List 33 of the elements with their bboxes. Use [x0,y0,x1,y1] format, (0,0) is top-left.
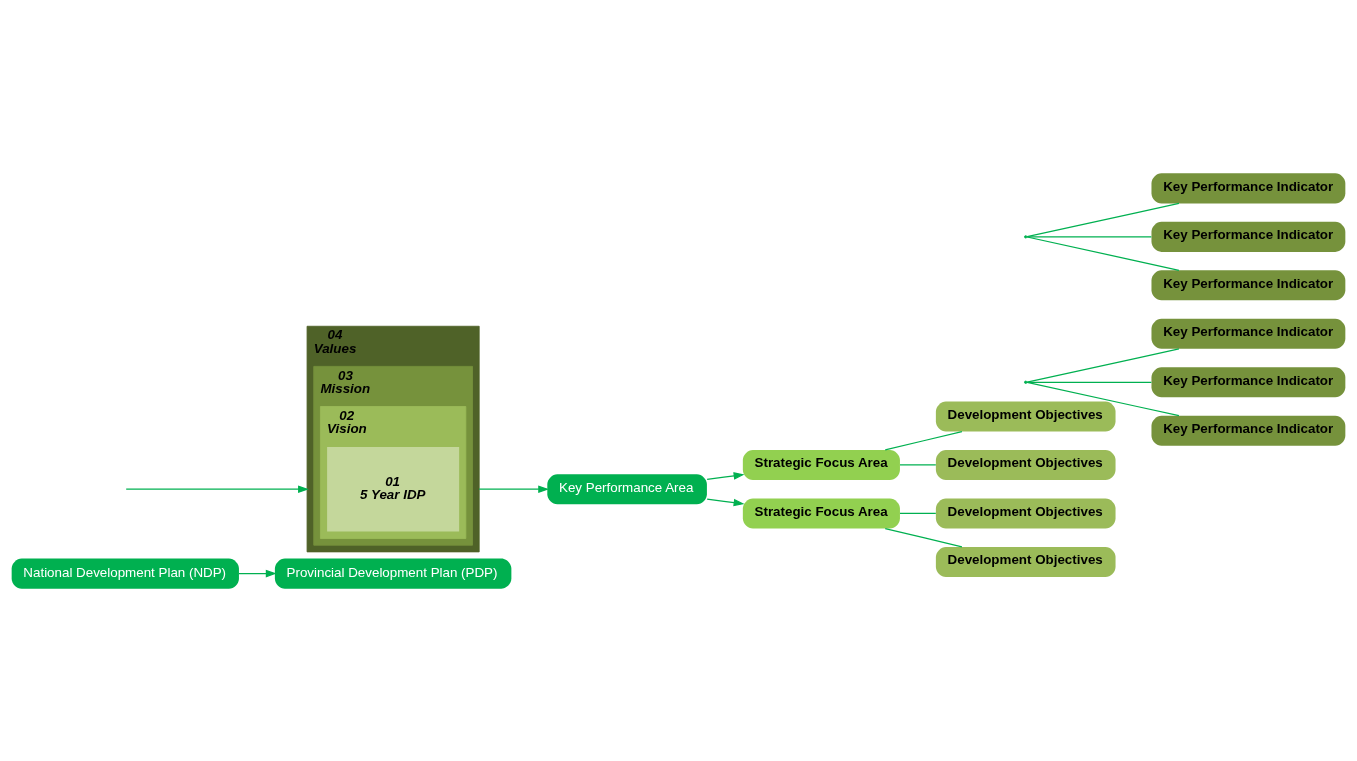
node-box: Strategic Focus Area [742,497,900,528]
arrow [125,484,309,493]
node-box: Key Performance Indicator [1151,269,1346,300]
node-box: Key Performance Indicator [1151,318,1346,349]
node-box: Key Performance Indicator [1151,415,1346,446]
node-point [1024,380,1028,384]
arrow [706,498,745,506]
connector [884,430,963,451]
node-box: Key Performance Indicator [1151,221,1346,252]
node-box: Development Objectives [935,497,1116,528]
connector [899,463,937,466]
connector [1026,347,1180,383]
connector [1026,381,1152,383]
node-box: National Development Plan (NDP) [11,558,239,589]
connector [1026,381,1180,416]
node-box: Provincial Development Plan (PDP) [274,558,512,589]
arrow [706,471,745,480]
node-box: Key Performance Indicator [1151,366,1346,397]
node-box: Strategic Focus Area [742,449,900,480]
node-box: 01 5 Year IDP [327,446,460,531]
connector [1026,202,1180,237]
node-box: Key Performance Area [547,473,707,504]
connector [1026,235,1180,271]
connector [1026,235,1152,237]
node-box: Development Objectives [935,546,1116,577]
arrow [478,484,550,493]
connector [884,527,963,547]
node-box: Development Objectives [935,400,1116,432]
node-box: Key Performance Indicator [1151,172,1346,203]
arrow [238,569,277,577]
node-box: Development Objectives [935,449,1116,480]
connector [899,512,937,514]
node-point [1024,234,1028,238]
